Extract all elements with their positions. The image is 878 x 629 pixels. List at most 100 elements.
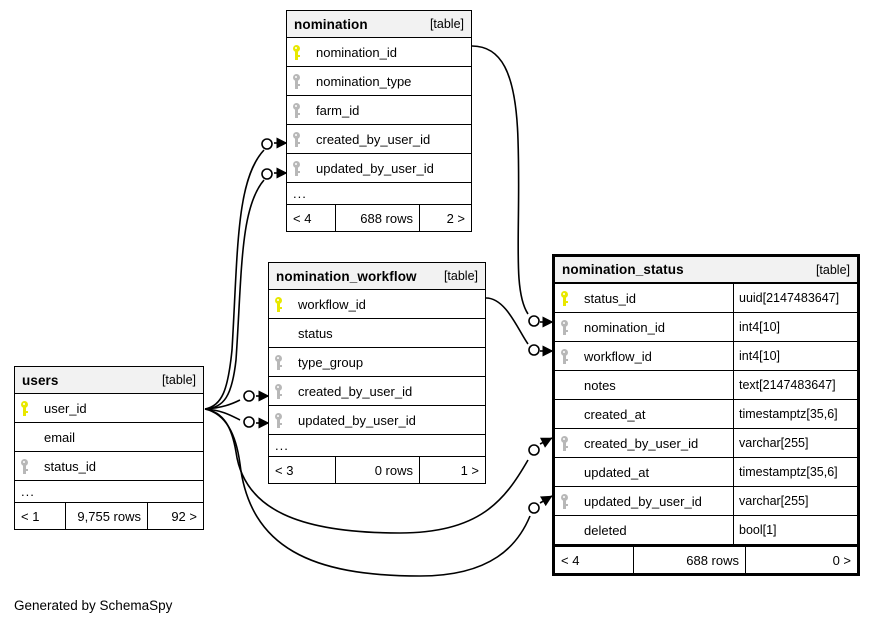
key-icon-foreign — [269, 377, 287, 405]
column-name: status_id — [584, 290, 637, 306]
table-kind-label: [table] — [815, 262, 850, 277]
column-name: status — [298, 325, 333, 341]
table-row[interactable]: created_by_user_id — [269, 377, 485, 406]
footer-children-count[interactable]: 0 > — [745, 547, 857, 573]
table-title: nomination_workflow — [276, 268, 417, 284]
table-row[interactable]: nomination_id — [287, 38, 471, 67]
table-row[interactable]: created_by_user_id — [287, 125, 471, 154]
footer-children-count[interactable]: 2 > — [419, 205, 471, 231]
key-icon-foreign — [287, 67, 305, 95]
column-type: varchar[255] — [733, 487, 857, 515]
table-row[interactable]: email — [15, 423, 203, 452]
table-title: users — [22, 372, 59, 388]
column-name: email — [44, 429, 76, 445]
footer-parents-count[interactable]: < 1 — [21, 508, 40, 524]
table-nomination[interactable]: nomination [table] nomination_id nominat… — [286, 10, 472, 232]
column-type: text[2147483647] — [733, 371, 857, 399]
footer-row-count: 0 rows — [335, 457, 419, 483]
table-row[interactable]: notes text[2147483647] — [555, 371, 857, 400]
table-row[interactable]: type_group — [269, 348, 485, 377]
table-row[interactable]: updated_by_user_id — [287, 154, 471, 183]
column-name: status_id — [44, 458, 97, 474]
table-row[interactable]: status — [269, 319, 485, 348]
table-users[interactable]: users [table] user_id email status_id ..… — [14, 366, 204, 530]
footer-row-count: 9,755 rows — [65, 503, 147, 529]
column-name: updated_by_user_id — [584, 493, 702, 509]
more-columns-indicator[interactable]: ... — [269, 435, 485, 457]
key-icon-none — [555, 371, 573, 399]
table-row[interactable]: nomination_type — [287, 67, 471, 96]
column-type: uuid[2147483647] — [733, 284, 857, 312]
key-icon-foreign — [287, 154, 305, 182]
column-name: nomination_type — [316, 73, 412, 89]
column-type: timestamptz[35,6] — [733, 458, 857, 486]
footer-children-count[interactable]: 92 > — [147, 503, 203, 529]
table-nomination-workflow[interactable]: nomination_workflow [table] workflow_id … — [268, 262, 486, 484]
column-name: nomination_id — [316, 44, 397, 60]
column-type: int4[10] — [733, 313, 857, 341]
key-icon-foreign — [269, 406, 287, 434]
column-name: updated_at — [584, 464, 650, 480]
table-kind-label: [table] — [161, 373, 196, 387]
table-row[interactable]: farm_id — [287, 96, 471, 125]
key-icon-primary — [287, 38, 305, 66]
table-row[interactable]: status_id — [15, 452, 203, 481]
column-type: varchar[255] — [733, 429, 857, 457]
table-row[interactable]: updated_at timestamptz[35,6] — [555, 458, 857, 487]
table-footer: < 4 688 rows 2 > — [287, 205, 471, 231]
table-header[interactable]: users [table] — [15, 367, 203, 394]
column-name: deleted — [584, 522, 627, 538]
table-kind-label: [table] — [443, 269, 478, 283]
table-nomination-status[interactable]: nomination_status [table] status_id uuid… — [552, 254, 860, 576]
column-name: farm_id — [316, 102, 360, 118]
footer-children-count[interactable]: 1 > — [419, 457, 485, 483]
column-name: created_at — [584, 406, 646, 422]
table-row[interactable]: updated_by_user_id varchar[255] — [555, 487, 857, 516]
footer-parents-count[interactable]: < 3 — [275, 462, 294, 478]
column-name: updated_by_user_id — [316, 160, 434, 176]
table-title: nomination_status — [562, 262, 684, 277]
table-row[interactable]: workflow_id — [269, 290, 485, 319]
table-row[interactable]: created_at timestamptz[35,6] — [555, 400, 857, 429]
table-header[interactable]: nomination [table] — [287, 11, 471, 38]
more-columns-indicator[interactable]: ... — [15, 481, 203, 503]
table-footer: < 3 0 rows 1 > — [269, 457, 485, 483]
footer-parents-count[interactable]: < 4 — [561, 552, 580, 568]
column-type: bool[1] — [733, 516, 857, 544]
key-icon-foreign — [269, 348, 287, 376]
key-icon-foreign — [287, 125, 305, 153]
column-name: nomination_id — [584, 319, 665, 335]
table-row[interactable]: workflow_id int4[10] — [555, 342, 857, 371]
key-icon-foreign — [555, 313, 573, 341]
table-row[interactable]: user_id — [15, 394, 203, 423]
key-icon-primary — [555, 284, 573, 312]
table-header[interactable]: nomination_workflow [table] — [269, 263, 485, 290]
key-icon-none — [555, 458, 573, 486]
table-kind-label: [table] — [429, 17, 464, 31]
column-name: notes — [584, 377, 616, 393]
column-name: updated_by_user_id — [298, 412, 416, 428]
footer-row-count: 688 rows — [335, 205, 419, 231]
table-title: nomination — [294, 16, 368, 32]
key-icon-none — [555, 400, 573, 428]
table-row[interactable]: status_id uuid[2147483647] — [555, 284, 857, 313]
key-icon-foreign — [555, 487, 573, 515]
table-footer: < 4 688 rows 0 > — [555, 545, 857, 573]
column-name: user_id — [44, 400, 87, 416]
key-icon-foreign — [555, 342, 573, 370]
edge-workflow-to-status-workflow-id — [485, 297, 554, 357]
more-columns-indicator[interactable]: ... — [287, 183, 471, 205]
column-name: created_by_user_id — [584, 435, 699, 451]
table-header[interactable]: nomination_status [table] — [555, 257, 857, 284]
table-row[interactable]: nomination_id int4[10] — [555, 313, 857, 342]
table-row[interactable]: updated_by_user_id — [269, 406, 485, 435]
key-icon-none — [15, 423, 33, 451]
footer-row-count: 688 rows — [633, 547, 745, 573]
footer-parents-count[interactable]: < 4 — [293, 210, 312, 226]
table-row[interactable]: deleted bool[1] — [555, 516, 857, 545]
key-icon-foreign — [555, 429, 573, 457]
column-type: timestamptz[35,6] — [733, 400, 857, 428]
table-row[interactable]: created_by_user_id varchar[255] — [555, 429, 857, 458]
table-footer: < 1 9,755 rows 92 > — [15, 503, 203, 529]
generated-by-label: Generated by SchemaSpy — [14, 598, 173, 613]
